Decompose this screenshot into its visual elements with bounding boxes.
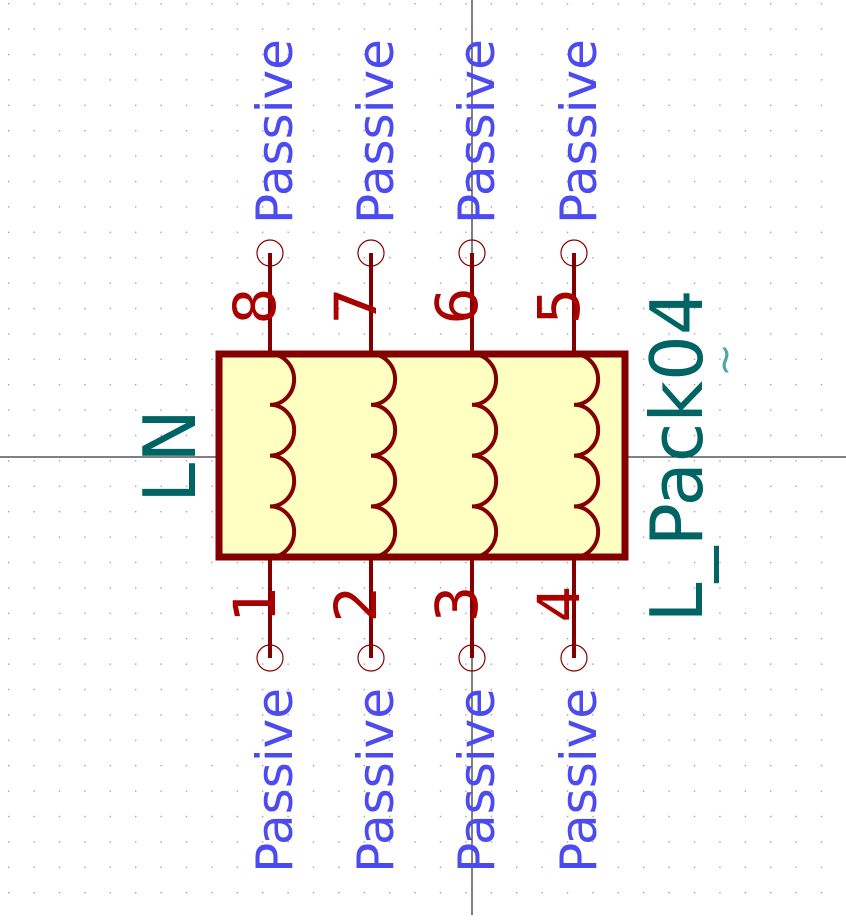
inductor-coil-3 xyxy=(471,352,499,560)
value-label[interactable]: L_Pack04 xyxy=(635,289,719,622)
pin-4-type: Passive xyxy=(550,688,608,873)
pin-7-type: Passive xyxy=(347,39,405,224)
pin-8-endpoint[interactable] xyxy=(256,239,284,267)
pin-3-number: 3 xyxy=(423,586,491,623)
pin-5-number: 5 xyxy=(525,288,593,325)
pin-6-type: Passive xyxy=(448,39,506,224)
pin-1-type: Passive xyxy=(246,688,304,873)
pin-5-type: Passive xyxy=(550,39,608,224)
pin-2-endpoint[interactable] xyxy=(357,644,385,672)
symbol-body[interactable] xyxy=(215,350,629,561)
pin-5[interactable]: 5 Passive xyxy=(525,39,608,354)
pin-3-endpoint[interactable] xyxy=(458,644,486,672)
pin-7-number: 7 xyxy=(322,288,390,325)
inductor-coil-4 xyxy=(573,352,601,560)
pin-2-number: 2 xyxy=(322,586,390,623)
pin-6-endpoint[interactable] xyxy=(458,239,486,267)
pin-1-number: 1 xyxy=(221,586,289,623)
pin-5-endpoint[interactable] xyxy=(560,239,588,267)
value-suffix: ~ xyxy=(702,343,748,377)
inductor-coil-2 xyxy=(370,352,398,560)
pin-7[interactable]: 7 Passive xyxy=(322,39,405,354)
pin-8-number: 8 xyxy=(221,288,289,325)
inductor-coil-1 xyxy=(269,352,297,560)
pin-3-type: Passive xyxy=(448,688,506,873)
pin-4-endpoint[interactable] xyxy=(560,644,588,672)
coils-layer xyxy=(269,352,601,560)
pin-6[interactable]: 6 Passive xyxy=(423,39,506,354)
pin-2-type: Passive xyxy=(347,688,405,873)
pin-4-number: 4 xyxy=(525,586,593,623)
pin-6-number: 6 xyxy=(423,288,491,325)
pins-layer: 1Passive2Passive3Passive4Passive5Passive… xyxy=(221,39,608,873)
pin-7-endpoint[interactable] xyxy=(357,239,385,267)
pin-8-type: Passive xyxy=(246,39,304,224)
reference-label[interactable]: LN xyxy=(128,409,212,503)
pin-1-endpoint[interactable] xyxy=(256,644,284,672)
pin-8[interactable]: 8 Passive xyxy=(221,39,304,354)
